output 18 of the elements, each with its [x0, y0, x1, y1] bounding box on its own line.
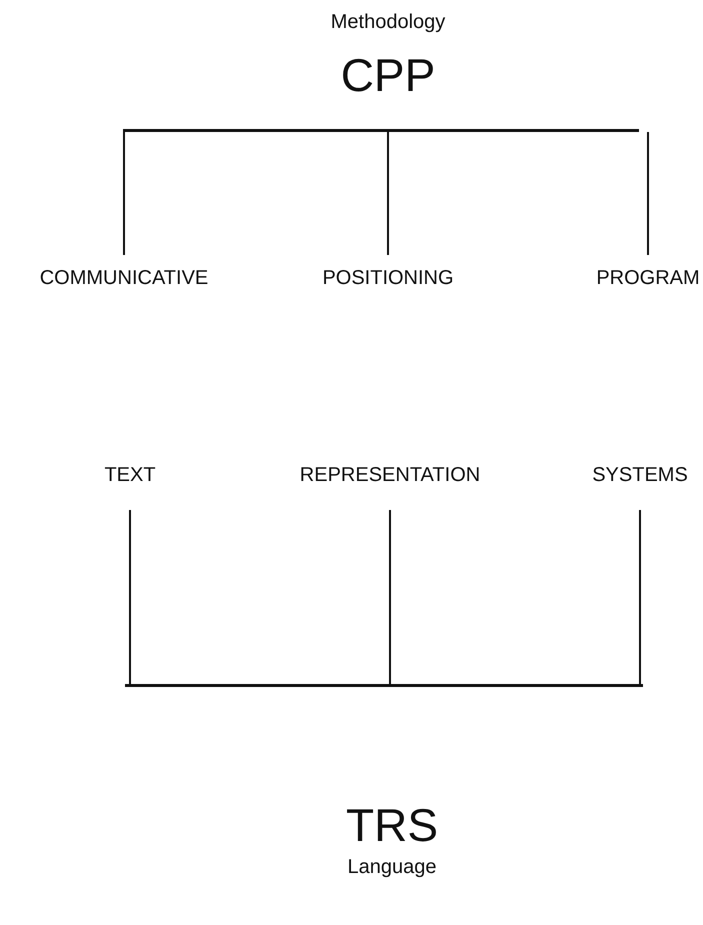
- branch-label: SYSTEMS: [592, 463, 688, 487]
- connector-line: [129, 510, 131, 684]
- branch-label: TEXT: [104, 463, 156, 487]
- connector-line: [123, 132, 125, 255]
- connector-line: [389, 510, 391, 684]
- branch-label: PROGRAM: [596, 266, 700, 290]
- heading: TRS: [346, 802, 438, 848]
- connector-bar: [123, 129, 639, 132]
- connector-line: [647, 132, 649, 255]
- heading: CPP: [340, 52, 436, 98]
- connector-line: [387, 132, 389, 255]
- connector-line: [639, 510, 641, 684]
- branch-label: COMMUNICATIVE: [40, 266, 208, 290]
- subtitle: Methodology: [330, 12, 446, 32]
- connector-bar: [125, 684, 643, 687]
- branch-label: POSITIONING: [322, 266, 454, 290]
- subtitle: Language: [348, 857, 436, 877]
- branch-label: REPRESENTATION: [300, 463, 480, 487]
